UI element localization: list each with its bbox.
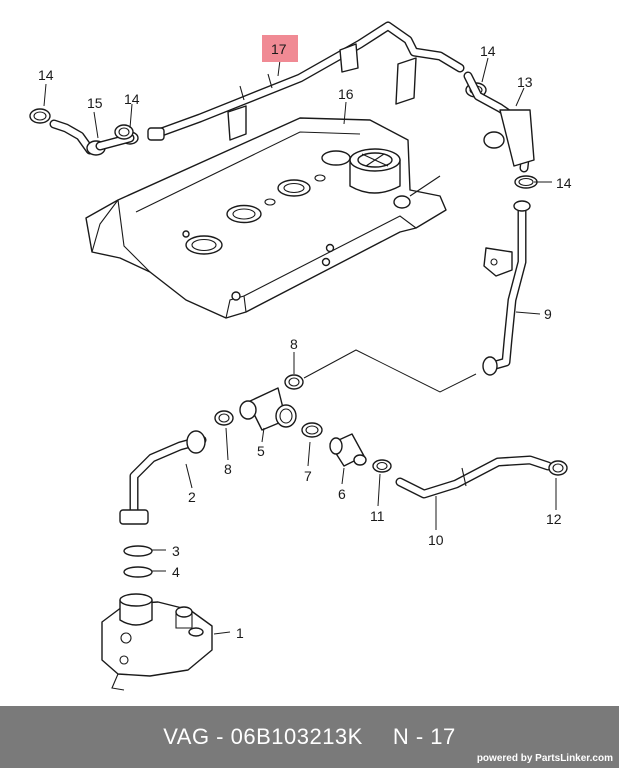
hose-clamp xyxy=(548,460,568,476)
label-part-12: 12 xyxy=(546,511,562,527)
vent-pipe xyxy=(482,200,531,376)
label-part-5: 5 xyxy=(257,443,265,459)
powered-by-text: powered by PartsLinker.com xyxy=(476,753,613,764)
breather-hose xyxy=(147,21,465,141)
connecting-pipe xyxy=(119,430,207,525)
label-part-8: 8 xyxy=(290,336,298,352)
valve-cover xyxy=(85,117,447,319)
label-part-6: 6 xyxy=(338,486,346,502)
label-part-3: 3 xyxy=(172,543,180,559)
hose-clamp xyxy=(114,124,134,140)
label-part-17: 17 xyxy=(271,41,287,57)
hose-clamp xyxy=(214,410,234,426)
part-code-line: VAG - 06B103213K N - 17 xyxy=(0,706,619,768)
o-ring xyxy=(123,545,153,557)
hose-clamp xyxy=(284,374,304,390)
hose-clamp xyxy=(301,422,323,438)
label-part-2: 2 xyxy=(188,489,196,505)
label-part-14: 14 xyxy=(480,43,496,59)
hose-clamp xyxy=(514,175,538,189)
label-part-9: 9 xyxy=(544,306,552,322)
highlight-box xyxy=(262,35,298,62)
elbow-connector xyxy=(463,71,535,173)
label-part-11: 11 xyxy=(370,508,385,524)
label-part-1: 1 xyxy=(236,625,244,641)
label-part-4: 4 xyxy=(172,564,180,580)
label-part-10: 10 xyxy=(428,532,444,548)
label-part-16: 16 xyxy=(338,86,354,102)
hose-clamp xyxy=(29,108,51,124)
parts-diagram: 14 15 14 17 16 14 13 14 9 8 8 5 7 6 11 2… xyxy=(29,21,572,691)
retaining-ring xyxy=(123,566,153,578)
label-part-8: 8 xyxy=(224,461,232,477)
part-code: VAG - 06B103213K xyxy=(163,724,363,749)
hose-clamp xyxy=(372,459,392,473)
label-part-7: 7 xyxy=(304,468,312,484)
check-valve xyxy=(329,433,367,467)
oil-separator-housing xyxy=(101,593,213,691)
footer-bar: VAG - 06B103213K N - 17 powered by Parts… xyxy=(0,706,619,768)
lower-hose xyxy=(395,455,553,499)
label-part-14: 14 xyxy=(38,67,54,83)
label-part-13: 13 xyxy=(517,74,533,90)
tee-connector xyxy=(239,387,297,431)
label-part-14: 14 xyxy=(124,91,140,107)
label-part-15: 15 xyxy=(87,95,103,111)
diagram-position: N - 17 xyxy=(392,724,456,749)
label-part-14: 14 xyxy=(556,175,572,191)
